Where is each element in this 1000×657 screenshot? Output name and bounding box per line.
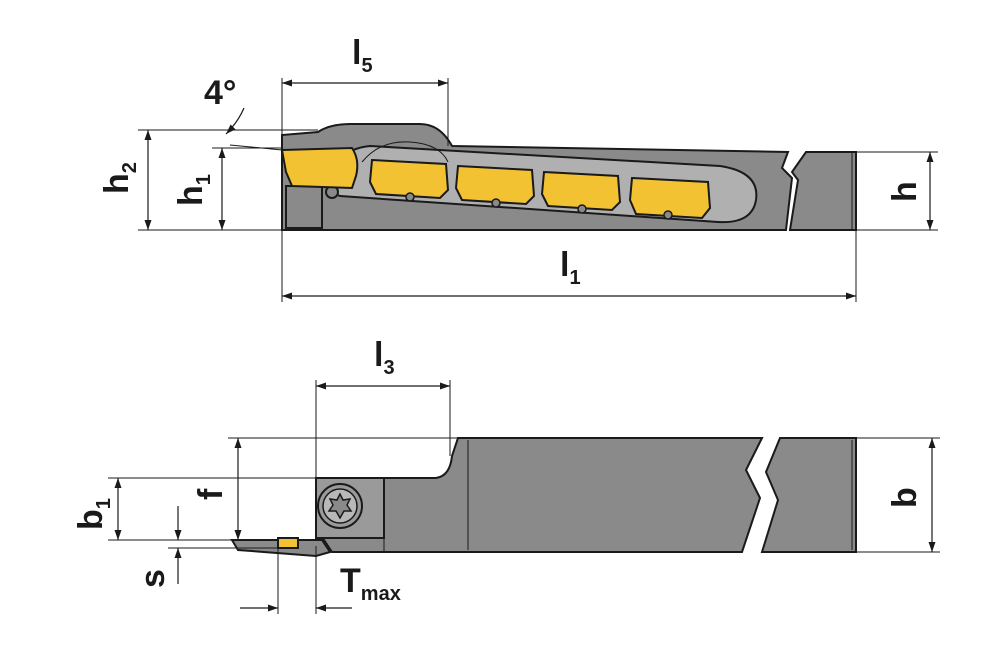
side-view: l5 4° h2 h1 h xyxy=(98,34,938,302)
label-h1: h1 xyxy=(172,174,215,206)
label-f: f xyxy=(192,488,230,500)
dimension-f: f xyxy=(192,437,458,540)
insert-5 xyxy=(628,176,712,220)
dimension-s: s xyxy=(134,506,280,588)
dimension-angle: 4° xyxy=(204,74,283,151)
insert-1 xyxy=(280,146,359,190)
insert-stack xyxy=(280,146,712,220)
dimension-b1: b1 xyxy=(72,477,316,541)
torx-screw-icon xyxy=(317,483,363,529)
dimension-l5: l5 xyxy=(281,34,449,146)
insert-3 xyxy=(454,164,536,206)
dimension-b: b xyxy=(856,437,940,553)
label-l3: l3 xyxy=(374,336,395,379)
label-l5: l5 xyxy=(352,34,373,77)
dimension-l1: l1 xyxy=(281,230,857,302)
label-s: s xyxy=(134,569,172,588)
label-angle: 4° xyxy=(204,74,237,112)
holder-end-top xyxy=(760,437,857,553)
holder-body-top xyxy=(321,437,764,553)
holder-end-side xyxy=(788,151,857,231)
top-view: l3 f b1 s Tmax xyxy=(72,336,940,614)
dimension-h: h xyxy=(856,151,938,231)
front-block xyxy=(285,185,323,229)
insert-tip xyxy=(277,537,299,549)
label-b: b xyxy=(886,487,924,508)
insert-4 xyxy=(540,170,622,212)
dimension-l3: l3 xyxy=(315,336,451,478)
dimension-tmax: Tmax xyxy=(240,546,401,614)
dimension-h1: h1 xyxy=(172,147,282,230)
label-h: h xyxy=(886,181,924,202)
label-tmax: Tmax xyxy=(340,562,401,605)
label-l1: l1 xyxy=(560,246,581,289)
label-h2: h2 xyxy=(98,162,141,194)
label-b1: b1 xyxy=(72,498,115,530)
insert-2 xyxy=(368,158,450,200)
dimension-h2: h2 xyxy=(98,129,318,231)
